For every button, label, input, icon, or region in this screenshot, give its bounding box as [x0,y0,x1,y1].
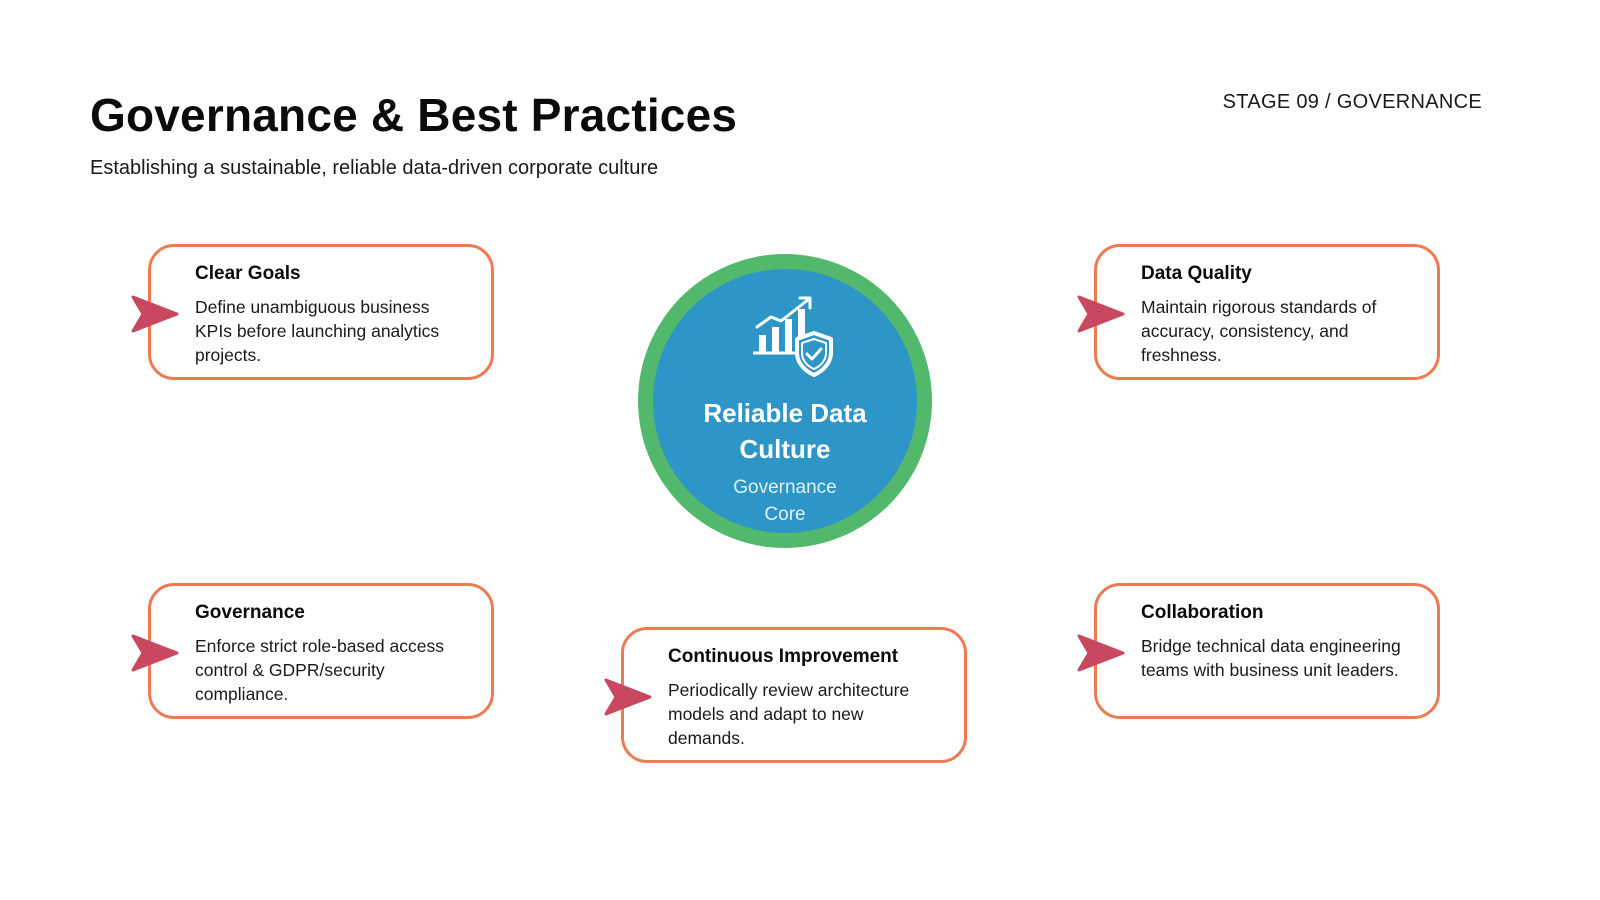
center-hub: Reliable Data Culture Governance Core [653,269,917,533]
card-title: Governance [195,602,305,623]
card-text: Define unambiguous business KPIs before … [195,297,440,365]
chart-shield-icon [753,296,833,377]
center-title-line1: Reliable Data [703,398,867,428]
page-title: Governance & Best Practices [90,89,738,141]
card-title: Continuous Improvement [668,646,899,667]
pointer-arrow-icon [1077,295,1125,333]
pointer-arrow-icon [1077,634,1125,672]
page-subtitle: Establishing a sustainable, reliable dat… [90,157,659,179]
center-title: Reliable Data Culture [653,395,917,467]
center-hub-ring: Reliable Data Culture Governance Core [638,254,932,548]
stage-label: STAGE 09 / GOVERNANCE [1222,91,1482,113]
center-subtitle-line2: Core [764,504,806,525]
card-text: Periodically review architecture models … [668,680,910,748]
center-title-line2: Culture [739,434,831,464]
card-text: Maintain rigorous standards of accuracy,… [1141,297,1377,365]
pointer-arrow-icon [131,634,179,672]
card-text: Bridge technical data engineering teams … [1141,636,1401,680]
card-title: Clear Goals [195,263,301,284]
card-title: Collaboration [1141,602,1264,623]
card-governance: Governance Enforce strict role-based acc… [131,583,494,719]
card-clear-goals: Clear Goals Define unambiguous business … [131,244,494,380]
pointer-arrow-icon [131,295,179,333]
card-collaboration: Collaboration Bridge technical data engi… [1077,583,1440,719]
pointer-arrow-icon [604,678,652,716]
card-data-quality: Data Quality Maintain rigorous standards… [1077,244,1440,380]
card-title: Data Quality [1141,263,1252,284]
card-text: Enforce strict role-based access control… [195,636,444,704]
card-continuous-improvement: Continuous Improvement Periodically revi… [604,627,967,763]
center-subtitle: Governance Core [653,474,917,528]
center-subtitle-line1: Governance [733,477,837,498]
